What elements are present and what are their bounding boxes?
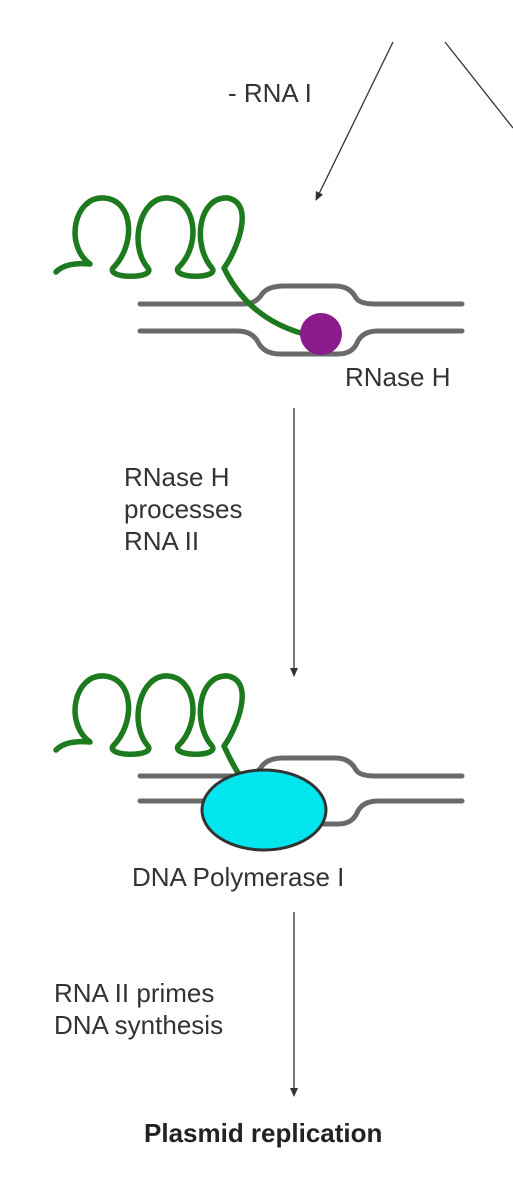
dna-polymerase-label: DNA Polymerase I xyxy=(132,862,344,892)
dna-polymerase-enzyme xyxy=(200,768,328,852)
rnase-h-label: RNase H xyxy=(345,362,450,392)
incoming-arrow xyxy=(315,41,394,201)
minus-rna1-label: - RNA I xyxy=(228,78,312,108)
step1-label-line3: RNA II xyxy=(124,526,199,556)
rnase-h-enzyme xyxy=(300,313,342,355)
dna-duplex-stage1 xyxy=(137,283,465,357)
step1-label-line2: processes xyxy=(124,494,243,524)
step2-label-line2: DNA synthesis xyxy=(54,1010,223,1040)
rna-ii-stage2 xyxy=(53,673,247,785)
step1-label-line1: RNase H xyxy=(124,462,229,492)
rna-ii-stage1 xyxy=(53,195,315,339)
branch-line xyxy=(444,41,513,129)
plasmid-replication-label: Plasmid replication xyxy=(144,1118,382,1148)
step2-label-line1: RNA II primes xyxy=(54,978,214,1008)
